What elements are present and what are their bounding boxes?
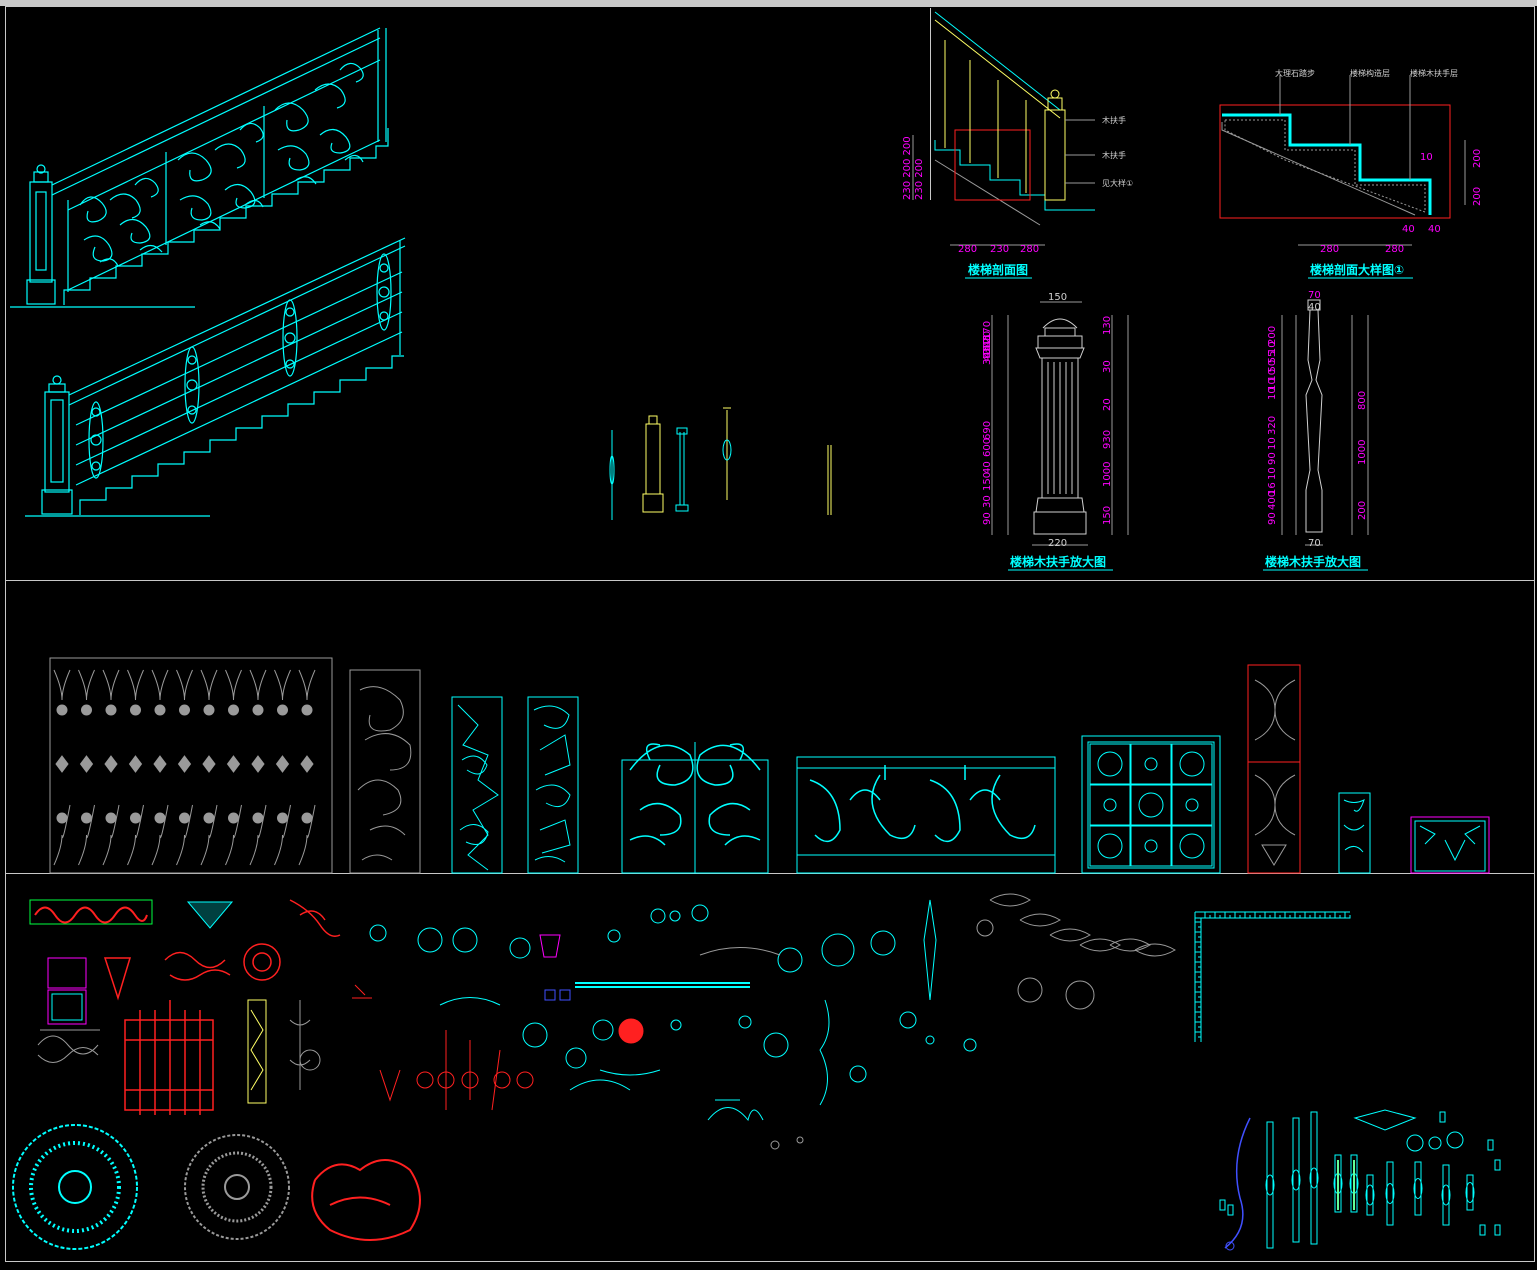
railing-elevation-scroll [10,27,389,308]
baluster-dim-left: 320 [1267,416,1278,435]
stair-detail-dim-small-1: 10 [1420,152,1433,163]
baluster-dim-left: 55 [1267,351,1278,364]
baluster-dim-left: 10 [1267,341,1278,354]
newel-dim-left: 40 [982,349,993,362]
baluster-dim-right: 800 [1357,391,1368,410]
stair-section-title: 楼梯剖面图 [968,262,1028,277]
stair-detail-dim-h2: 280 [1385,244,1404,255]
stair-detail-title: 楼梯剖面大样图① [1310,262,1404,277]
baluster-dim-left: 50 [1267,360,1278,373]
baluster-enlarged [1281,299,1369,546]
newel-post-enlarged [991,301,1129,546]
newel-dim-left: 170 [982,321,993,340]
stair-detail-note-3: 楼梯木扶手层 [1410,68,1458,78]
newel-detail-title: 楼梯木扶手放大图 [1010,554,1106,569]
newel-dim-left: 30 [982,495,993,508]
baluster-dim-left: 90 [1267,452,1278,465]
baluster-dim-top2: 40 [1308,302,1321,313]
stair-section-dim-v: 230 200 200 [902,136,913,200]
baluster-dim-left: 10 [1267,437,1278,450]
newel-dim-left: 30 [982,342,993,355]
ornament-library [12,893,1501,1251]
stair-section-note-3: 见大样① [1102,178,1133,188]
newel-dim-top: 150 [1048,292,1067,303]
baluster-dim-left: 10 [1267,387,1278,400]
window-top-edge [0,0,1537,6]
newel-dim-left: 45 [982,334,993,347]
baluster-dim-left: 90 [1267,512,1278,525]
newel-dim-left: 40 [982,338,993,351]
stair-detail-dim-v1: 200 [1472,149,1483,168]
newel-dim-right: 930 [1102,430,1113,449]
baluster-dim-right: 200 [1357,501,1368,520]
newel-dim-right: 1000 [1102,462,1113,487]
post-elevations-small [609,407,832,520]
newel-dim-left: 45 [982,345,993,358]
railing-elevation-bars [25,237,406,517]
newel-dim-left: 600 [982,438,993,457]
newel-dim-left: 30 [982,352,993,365]
stair-detail-dim-small-3: 40 [1428,224,1441,235]
newel-dim-left: 690 [982,421,993,440]
stair-detail-drawing [1219,75,1466,246]
newel-dim-bottom: 220 [1048,538,1067,549]
stair-section-drawing [912,11,1095,246]
baluster-dim-left: 10 [1267,467,1278,480]
baluster-dim-bottom: 70 [1308,538,1321,549]
baluster-detail-title: 楼梯木扶手放大图 [1265,554,1361,569]
baluster-dim-left: 10 [1267,378,1278,391]
stair-section-dim-v2: 230 200 [914,159,925,200]
stair-detail-dim-small-2: 40 [1402,224,1415,235]
stair-section-note-2: 木扶手 [1102,150,1126,160]
newel-dim-left: 40 [982,461,993,474]
stair-section-dim-h2: 230 [990,244,1009,255]
drawing-frame [5,6,1535,1262]
stair-detail-dim-v2: 200 [1472,187,1483,206]
stair-section-dim-h1: 280 [958,244,977,255]
newel-dim-right: 20 [1102,398,1113,411]
baluster-dim-top: 70 [1308,290,1321,301]
newel-dim-left: 150 [982,472,993,491]
grille-panels-row [49,657,1490,874]
drawing-annotations: 楼梯剖面图 楼梯剖面大样图① 楼梯木扶手放大图 楼梯木扶手放大图 木扶手 木扶手… [902,68,1483,571]
stair-detail-note-2: 楼梯构造层 [1350,68,1390,78]
stair-section-dim-h3: 280 [1020,244,1039,255]
stair-detail-dim-h1: 280 [1320,244,1339,255]
newel-dim-left: 20 [982,331,993,344]
newel-dim-right: 150 [1102,506,1113,525]
baluster-dim-left: 10 [1267,369,1278,382]
baluster-dim-left: 400 [1267,491,1278,510]
baluster-dim-right: 1000 [1357,440,1368,465]
newel-dim-right: 30 [1102,360,1113,373]
stair-detail-note-1: 大理石踏步 [1275,68,1315,78]
newel-dim-left: 90 [982,512,993,525]
baluster-dim-left: 200 [1267,326,1278,345]
newel-dim-right: 130 [1102,316,1113,335]
baluster-dim-left: 16 [1267,482,1278,495]
stair-section-note-1: 木扶手 [1102,115,1126,125]
